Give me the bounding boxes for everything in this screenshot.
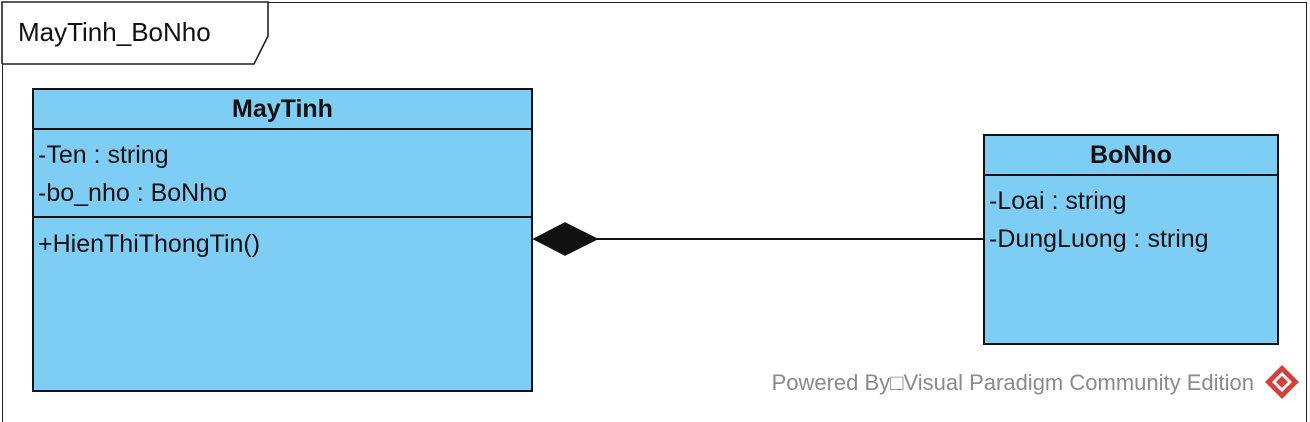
class-bonho[interactable]: BoNho -Loai : string -DungLuong : string	[983, 134, 1279, 345]
attribute-compartment: -Ten : string -bo_nho : BoNho	[34, 130, 531, 218]
visual-paradigm-logo-icon	[1265, 365, 1299, 399]
class-name: BoNho	[985, 136, 1277, 176]
class-name: MayTinh	[34, 90, 531, 130]
powered-by-watermark: Powered By□Visual Paradigm Community Edi…	[771, 370, 1254, 395]
operation-hien-thi-thong-tin: +HienThiThongTin()	[38, 230, 261, 258]
attribute-loai: -Loai : string	[989, 187, 1127, 215]
attribute-ten: -Ten : string	[38, 141, 169, 169]
class-maytinh[interactable]: MayTinh -Ten : string -bo_nho : BoNho +H…	[32, 88, 533, 392]
frame-name-tab	[1, 1, 269, 65]
attribute-bo-nho: -bo_nho : BoNho	[38, 179, 228, 207]
frame-title: MayTinh_BoNho	[18, 17, 211, 47]
attribute-dung-luong: -DungLuong : string	[989, 225, 1209, 253]
attribute-compartment: -Loai : string -DungLuong : string	[985, 176, 1277, 258]
operation-compartment: +HienThiThongTin()	[34, 218, 531, 263]
composition-diamond-icon	[532, 222, 599, 256]
